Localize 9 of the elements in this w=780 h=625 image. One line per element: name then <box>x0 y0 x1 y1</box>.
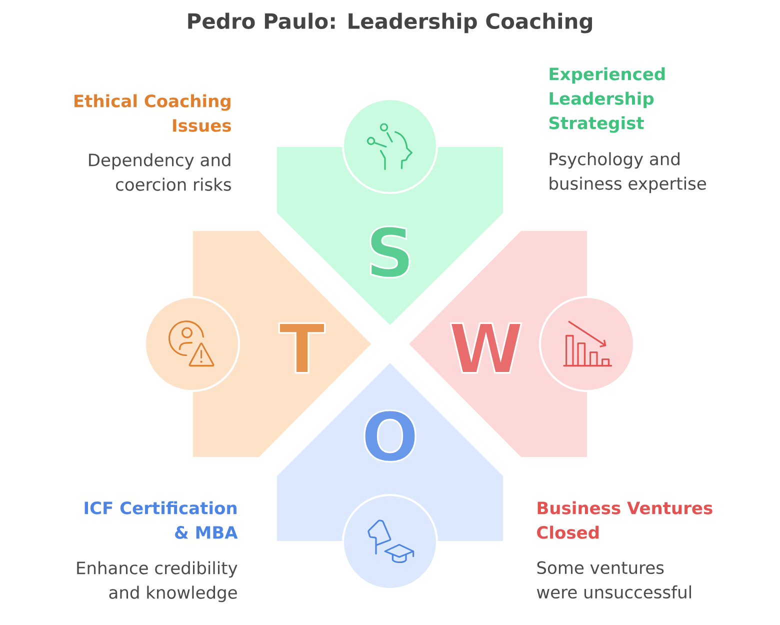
heading: ICF Certification & MBA <box>84 501 238 539</box>
heading: Ethical Coaching Issues <box>74 94 231 132</box>
title: Pedro Paulo: Leadership Coaching <box>188 12 592 34</box>
description: Dependency and coercion risks <box>89 153 231 191</box>
heading: Experienced Leadership Strategist <box>549 67 665 133</box>
description: Enhance credibility and knowledge <box>77 561 238 602</box>
description: Psychology and business expertise <box>550 152 706 194</box>
heading: Business Ventures Closed <box>537 501 712 539</box>
description: Some ventures were unsuccessful <box>536 561 691 599</box>
